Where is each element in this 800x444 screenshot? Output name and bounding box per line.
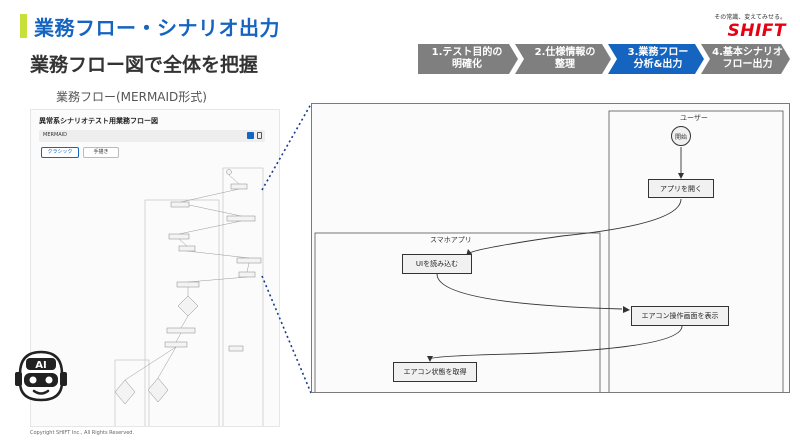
step-1-line1: 1.テスト目的の bbox=[431, 47, 503, 58]
step-3-active: 3.業務フロー分析&出力 bbox=[608, 44, 704, 74]
save-icon[interactable] bbox=[247, 132, 254, 139]
slide-subtitle: 業務フロー図で全体を把握 bbox=[30, 54, 259, 76]
step-3-line1: 3.業務フロー bbox=[627, 47, 689, 58]
thumb-diagram-title: 異常系シナリオテスト用業務フロー図 bbox=[39, 117, 158, 125]
node-get-ac-state: エアコン状態を取得 bbox=[393, 362, 477, 382]
thumb-lane-app bbox=[144, 199, 220, 426]
zoom-flowchart-lines bbox=[314, 110, 784, 392]
section-label: 業務フロー(MERMAID形式) bbox=[56, 90, 207, 104]
mermaid-editor-thumbnail: 異常系シナリオテスト用業務フロー図 MERMAID クラシック 手描き bbox=[30, 109, 280, 427]
lane-label-user: ユーザー bbox=[680, 114, 708, 122]
slide-title: 業務フロー・シナリオ出力 bbox=[34, 16, 280, 40]
thumb-code-bar: MERMAID bbox=[39, 130, 265, 142]
thumb-tab-classic[interactable]: クラシック bbox=[41, 147, 79, 158]
node-show-ac-screen: エアコン操作画面を表示 bbox=[631, 306, 729, 326]
thumb-lane-user bbox=[222, 167, 264, 426]
step-3-line2: 分析&出力 bbox=[633, 59, 683, 70]
logo-brand: SHIFT bbox=[727, 21, 786, 41]
thumb-tab-handdrawn[interactable]: 手描き bbox=[83, 147, 119, 158]
thumb-flowchart bbox=[114, 167, 264, 426]
flowchart-zoom-panel: ユーザー スマホアプリ 開始 アプリを開く UIを読み込む エアコン操作画面を表… bbox=[311, 103, 790, 393]
thumb-bar-label: MERMAID bbox=[43, 132, 68, 138]
step-1-line2: 明確化 bbox=[451, 59, 482, 70]
step-2-line1: 2.仕様情報の bbox=[534, 47, 596, 58]
node-start: 開始 bbox=[671, 126, 691, 146]
ai-badge-label: AI bbox=[35, 360, 46, 371]
logo-tagline: その常識、変えてみせる。 bbox=[714, 14, 786, 21]
ai-robot-icon: AI bbox=[12, 346, 70, 404]
node-load-ui: UIを読み込む bbox=[402, 254, 472, 274]
step-4: 4.基本シナリオフロー出力 bbox=[701, 44, 790, 74]
process-steps: 1.テスト目的の明確化 2.仕様情報の整理 3.業務フロー分析&出力 4.基本シ… bbox=[418, 44, 790, 74]
title-accent-bar bbox=[20, 14, 27, 38]
lane-label-app: スマホアプリ bbox=[430, 236, 472, 244]
step-4-line2: フロー出力 bbox=[722, 59, 773, 70]
step-2: 2.仕様情報の整理 bbox=[515, 44, 611, 74]
thumb-lane-device bbox=[114, 359, 150, 426]
shift-logo: その常識、変えてみせる。 SHIFT bbox=[686, 12, 786, 48]
copyright-footer: Copyright SHIFT Inc., All Rights Reserve… bbox=[30, 430, 135, 436]
lane-app-box bbox=[314, 232, 601, 392]
step-4-line1: 4.基本シナリオ bbox=[712, 47, 783, 58]
node-open-app: アプリを開く bbox=[648, 179, 714, 198]
step-2-line2: 整理 bbox=[554, 59, 575, 70]
step-1: 1.テスト目的の明確化 bbox=[418, 44, 518, 74]
lane-user-box bbox=[608, 110, 784, 392]
